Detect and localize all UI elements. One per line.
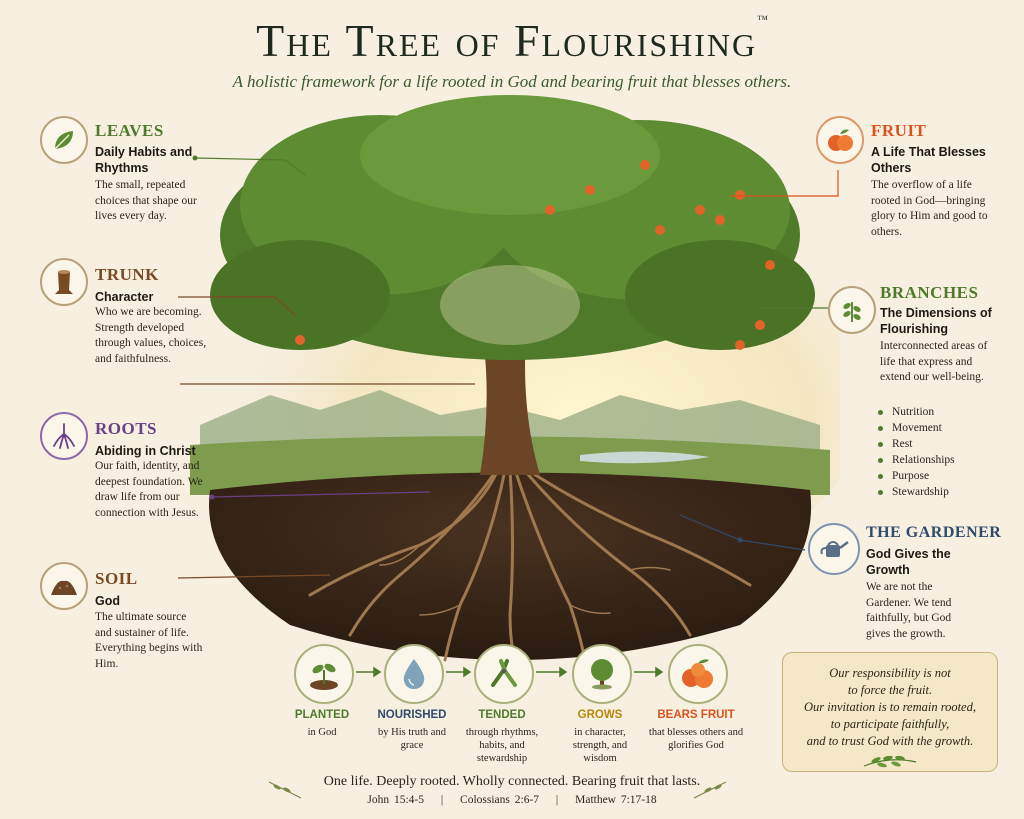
stump-icon bbox=[55, 270, 73, 294]
roots-title: ROOTS bbox=[95, 419, 158, 438]
roots-icon bbox=[53, 423, 75, 449]
step-planted-badge bbox=[294, 644, 354, 704]
pruning-shears-icon bbox=[491, 659, 517, 687]
step-bears-fruit-desc: that blesses others and glorifies God bbox=[648, 727, 744, 751]
page-title: The Tree of Flourishing™ bbox=[0, 14, 1024, 67]
step-nourished-desc: by His truth and grace bbox=[378, 727, 446, 751]
quote-line: Our invitation is to remain rooted, bbox=[804, 700, 976, 714]
list-item: Nutrition bbox=[876, 404, 996, 420]
step-bears-fruit-label: BEARS FRUIT bbox=[657, 709, 735, 721]
leaves-description: The small, repeated choices that shape o… bbox=[95, 179, 197, 222]
soil-mound-icon bbox=[51, 580, 77, 595]
quote-line: and to trust God with the growth. bbox=[806, 734, 974, 748]
gardener-description: We are not the Gardener. We tend faithfu… bbox=[866, 581, 952, 640]
olive-sprig-icon bbox=[863, 755, 917, 768]
quote-box: Our responsibility is not to force the f… bbox=[782, 652, 998, 772]
step-tended-badge bbox=[474, 644, 534, 704]
soil-icon-badge bbox=[40, 562, 88, 610]
list-item: Rest bbox=[876, 436, 996, 452]
tree-illustration bbox=[190, 95, 840, 667]
branches-subtitle: The Dimensions of Flourishing bbox=[880, 306, 992, 336]
tree-canopy bbox=[210, 95, 815, 360]
leaves-subtitle: Daily Habits and Rhythms bbox=[95, 145, 193, 175]
water-drop-icon bbox=[403, 659, 425, 689]
fruit-subtitle: A Life That Blesses Others bbox=[871, 145, 986, 175]
footer-tagline: One life. Deeply rooted. Wholly connecte… bbox=[323, 774, 701, 789]
soil-description: The ultimate source and sustainer of lif… bbox=[95, 611, 203, 670]
branches-icon-badge bbox=[828, 286, 876, 334]
quote-line: Our responsibility is not bbox=[829, 666, 951, 680]
step-planted-label: PLANTED bbox=[294, 709, 350, 721]
step-grows-desc: in character, strength, and wisdom bbox=[572, 727, 628, 764]
trunk-description: Who we are becoming. Strength developed … bbox=[95, 306, 207, 365]
soil-subtitle: God bbox=[95, 594, 120, 608]
trunk-title: TRUNK bbox=[95, 265, 159, 284]
step-tended-label: TENDED bbox=[478, 709, 526, 721]
trademark-mark: ™ bbox=[757, 14, 768, 26]
oranges-icon bbox=[682, 659, 713, 688]
trunk-icon-badge bbox=[40, 258, 88, 306]
leaves-icon-badge bbox=[40, 116, 88, 164]
branch-sprig-icon bbox=[843, 302, 861, 322]
watering-can-icon bbox=[820, 541, 849, 557]
reference-item: Matthew 7:17-18 bbox=[575, 794, 657, 806]
step-grows-badge bbox=[572, 644, 632, 704]
sprout-icon bbox=[310, 663, 338, 690]
soil-cross-section bbox=[209, 472, 812, 660]
quote-line: to participate faithfully, bbox=[830, 717, 950, 731]
trunk-subtitle: Character bbox=[95, 290, 154, 304]
fruit-title: FRUIT bbox=[871, 121, 927, 140]
soil-title: SOIL bbox=[95, 569, 138, 588]
reference-item: Colossians 2:6-7 bbox=[460, 794, 540, 806]
gardener-subtitle: God Gives the Growth bbox=[866, 547, 951, 577]
list-item: Stewardship bbox=[876, 484, 996, 500]
branches-dimensions-list: Nutrition Movement Rest Relationships Pu… bbox=[876, 404, 996, 500]
roots-icon-badge bbox=[40, 412, 88, 460]
small-tree-icon bbox=[591, 659, 613, 690]
fruit-icon-badge bbox=[816, 116, 864, 164]
step-nourished-label: NOURISHED bbox=[377, 709, 447, 721]
branches-title: BRANCHES bbox=[880, 283, 979, 302]
leaf-icon bbox=[54, 131, 73, 150]
step-bears-fruit-badge bbox=[668, 644, 728, 704]
list-item: Relationships bbox=[876, 452, 996, 468]
list-item: Movement bbox=[876, 420, 996, 436]
orange-fruit-icon bbox=[828, 129, 853, 151]
branches-description: Interconnected areas of life that expres… bbox=[880, 340, 988, 383]
step-planted-desc: in God bbox=[307, 727, 337, 738]
list-item: Purpose bbox=[876, 468, 996, 484]
gardener-icon-badge bbox=[808, 523, 860, 575]
gardener-title: THE GARDENER bbox=[866, 524, 1002, 541]
step-nourished-badge bbox=[384, 644, 444, 704]
roots-subtitle: Abiding in Christ bbox=[95, 444, 196, 458]
reference-item: John 15:4-5 bbox=[367, 794, 424, 806]
scripture-references: John 15:4-5 | Colossians 2:6-7 | Matthew… bbox=[367, 794, 657, 806]
right-sprig-icon bbox=[693, 781, 727, 799]
title-text: The Tree of Flourishing bbox=[256, 15, 758, 66]
root-system bbox=[308, 463, 752, 667]
leaves-title: LEAVES bbox=[95, 121, 164, 140]
left-sprig-icon bbox=[268, 781, 302, 799]
tree-fruit bbox=[295, 160, 775, 350]
step-tended-desc: through rhythms, habits, and stewardship bbox=[465, 727, 539, 764]
step-grows-label: GROWS bbox=[577, 709, 623, 721]
quote-line: to force the fruit. bbox=[847, 683, 933, 697]
lake bbox=[580, 451, 710, 464]
page-subtitle: A holistic framework for a life rooted i… bbox=[232, 72, 792, 91]
roots-description: Our faith, identity, and deepest foundat… bbox=[95, 460, 203, 519]
fruit-description: The overflow of a life rooted in God—bri… bbox=[871, 179, 988, 238]
